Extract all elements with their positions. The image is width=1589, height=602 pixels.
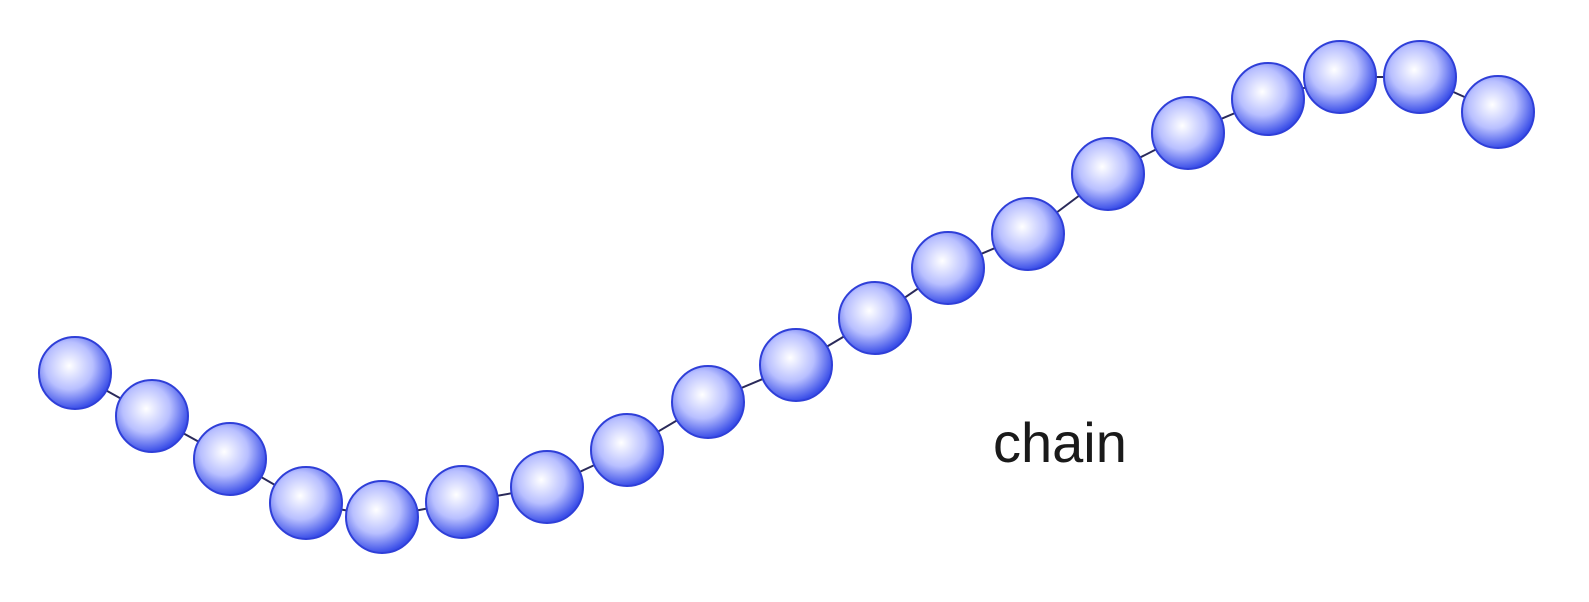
chain-bead <box>1151 96 1225 170</box>
chain-bead <box>38 336 112 410</box>
chain-bead <box>759 328 833 402</box>
chain-bead <box>425 465 499 539</box>
chain-bead <box>838 281 912 355</box>
chain-bead <box>1461 75 1535 149</box>
chain-beads <box>38 40 1535 554</box>
chain-bead <box>115 379 189 453</box>
chain-bead <box>1383 40 1457 114</box>
chain-bead <box>1303 40 1377 114</box>
chain-bead <box>671 365 745 439</box>
chain-bead <box>269 466 343 540</box>
chain-label: chain <box>993 411 1127 474</box>
chain-bead <box>590 413 664 487</box>
chain-bead <box>911 231 985 305</box>
chain-bead <box>193 422 267 496</box>
chain-bead <box>991 197 1065 271</box>
chain-bead <box>1231 62 1305 136</box>
chain-bead <box>345 480 419 554</box>
chain-bead <box>1071 137 1145 211</box>
chain-bead <box>510 450 584 524</box>
